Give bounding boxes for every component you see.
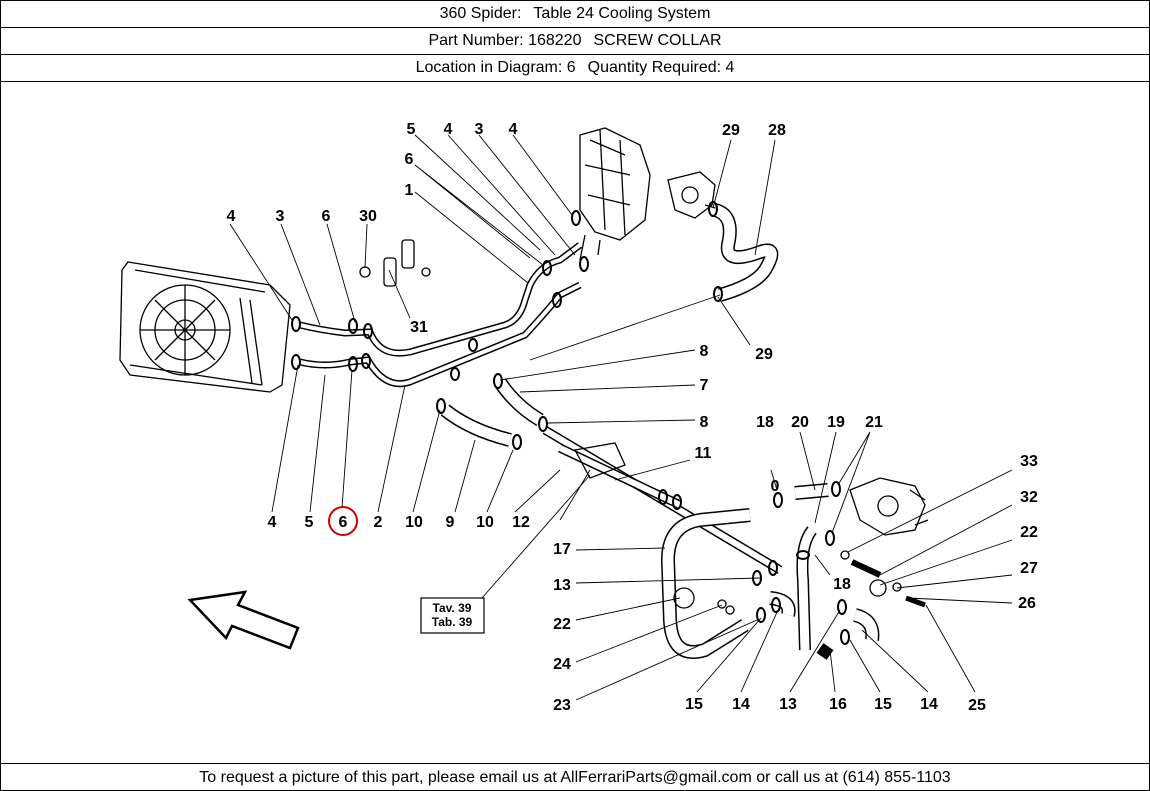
highlighted-callout-ring [328, 506, 358, 536]
callout-label[interactable]: 23 [553, 697, 571, 714]
quantity-required: Quantity Required: 4 [587, 59, 735, 76]
callout-label[interactable]: 33 [1020, 453, 1038, 470]
tab-reference-box[interactable] [420, 597, 485, 634]
right-radiator-illustration [579, 127, 651, 261]
tab-reference-it: Tav. 39 [433, 601, 472, 615]
callout-label[interactable]: 7 [700, 377, 709, 394]
footer-contact: To request a picture of this part, pleas… [1, 763, 1149, 791]
part-number: Part Number: 168220 [428, 32, 582, 49]
callout-label[interactable]: 8 [700, 414, 709, 431]
callout-label[interactable]: 19 [827, 414, 845, 431]
callout-labels: 5 4 3 4 6 1 29 28 4 3 6 30 31 29 8 7 8 1… [227, 121, 1038, 714]
callout-label[interactable]: 26 [1018, 595, 1036, 612]
callout-label[interactable]: 29 [722, 122, 740, 139]
callout-label[interactable]: 8 [700, 343, 709, 360]
callout-label[interactable]: 25 [968, 697, 986, 714]
callout-label[interactable]: 32 [1020, 489, 1038, 506]
callout-label[interactable]: 22 [1020, 524, 1038, 541]
footer-text: To request a picture of this part, pleas… [199, 768, 951, 786]
callout-label[interactable]: 0 [771, 478, 780, 495]
callout-label[interactable]: 2 [374, 514, 383, 531]
callout-label[interactable]: 28 [768, 122, 786, 139]
left-radiator-illustration [119, 261, 291, 393]
callout-label[interactable]: 31 [410, 319, 428, 336]
callout-label[interactable]: 11 [695, 445, 712, 462]
model-name: 360 Spider: [439, 5, 522, 22]
location-row: Location in Diagram: 6 Quantity Required… [1, 55, 1149, 82]
callout-label[interactable]: 3 [475, 121, 484, 138]
part-row: Part Number: 168220 SCREW COLLAR [1, 28, 1149, 55]
callout-label[interactable]: 16 [829, 696, 847, 713]
callout-label[interactable]: 15 [874, 696, 892, 713]
callout-label[interactable]: 17 [553, 541, 571, 558]
callout-label[interactable]: 22 [553, 616, 571, 633]
callout-label[interactable]: 14 [920, 696, 938, 713]
callout-label[interactable]: 5 [305, 514, 314, 531]
callout-label[interactable]: 6 [405, 151, 414, 168]
callout-label[interactable]: 21 [865, 414, 883, 431]
thermostat-top-illustration [667, 171, 723, 219]
part-name: SCREW COLLAR [593, 32, 722, 49]
callout-label[interactable]: 4 [227, 208, 236, 225]
title-row: 360 Spider: Table 24 Cooling System [1, 1, 1149, 28]
callout-label[interactable]: 20 [791, 414, 809, 431]
callout-label[interactable]: 10 [476, 514, 494, 531]
thermostat-right-illustration [849, 477, 929, 536]
callout-label[interactable]: 4 [268, 514, 277, 531]
table-title: Table 24 Cooling System [533, 5, 711, 22]
callout-label[interactable]: 14 [732, 696, 750, 713]
tab-reference-en: Tab. 39 [432, 615, 473, 629]
callout-label[interactable]: 15 [685, 696, 703, 713]
callout-label[interactable]: 18 [833, 576, 851, 593]
callout-label[interactable]: 5 [407, 121, 416, 138]
callout-label-highlighted[interactable]: 6 [339, 514, 348, 531]
diagram-location: Location in Diagram: 6 [415, 59, 576, 76]
callout-label[interactable]: 24 [553, 656, 571, 673]
callout-label[interactable]: 27 [1020, 560, 1038, 577]
callout-label[interactable]: 30 [359, 208, 377, 225]
callout-label[interactable]: 10 [405, 514, 423, 531]
callout-label[interactable]: 4 [444, 121, 453, 138]
callout-label[interactable]: 12 [512, 514, 530, 531]
cooling-system-diagram: Tav. 39 Tab. 39 5 4 3 4 6 1 29 28 4 3 6 … [119, 121, 1038, 714]
callout-label[interactable]: 3 [276, 208, 285, 225]
callout-label[interactable]: 4 [509, 121, 518, 138]
callout-label[interactable]: 29 [755, 346, 773, 363]
callout-label[interactable]: 9 [446, 514, 455, 531]
callout-label[interactable]: 13 [779, 696, 797, 713]
callout-label[interactable]: 6 [322, 208, 331, 225]
callout-label[interactable]: 1 [405, 182, 414, 199]
callout-label[interactable]: 13 [553, 577, 571, 594]
flow-direction-arrow [187, 590, 300, 650]
callout-label[interactable]: 18 [756, 414, 774, 431]
